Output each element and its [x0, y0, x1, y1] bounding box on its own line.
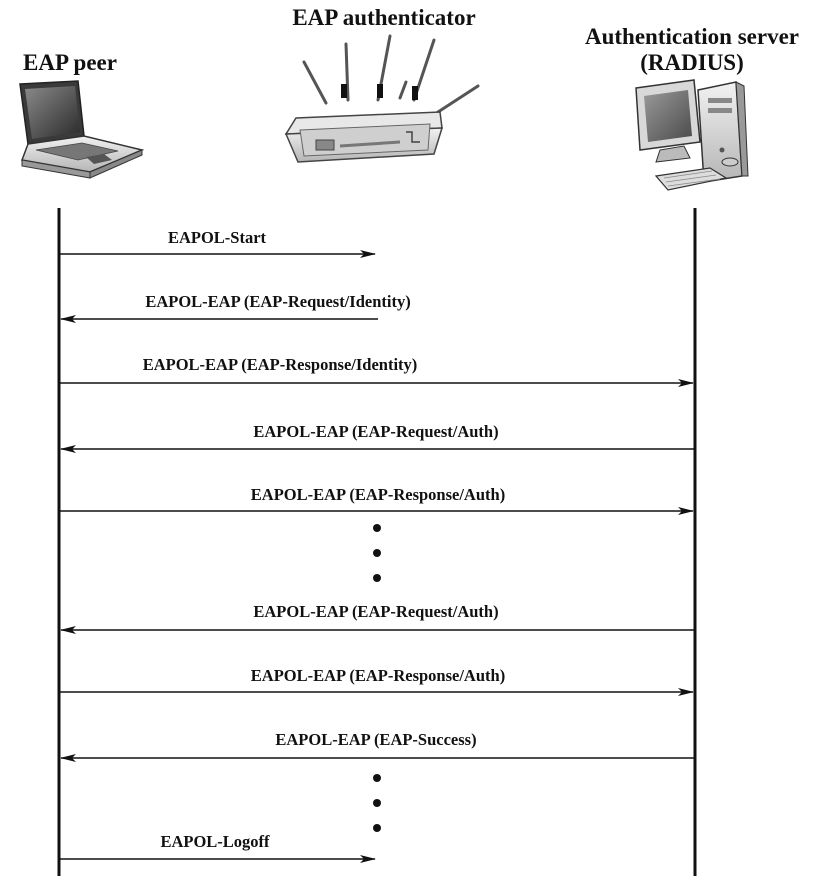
dot	[373, 799, 381, 807]
message-label: EAPOL-EAP (EAP-Response/Auth)	[251, 666, 505, 685]
continuation-dots-2	[373, 774, 381, 832]
message-label: EAPOL-EAP (EAP-Response/Identity)	[143, 355, 418, 374]
message-label: EAPOL-EAP (EAP-Response/Auth)	[251, 485, 505, 504]
message-1: EAPOL-Start	[59, 228, 376, 258]
message-label: EAPOL-Logoff	[160, 832, 270, 851]
message-label: EAPOL-EAP (EAP-Request/Auth)	[253, 422, 498, 441]
message-4: EAPOL-EAP (EAP-Request/Auth)	[60, 422, 695, 453]
peer-header: EAP peer	[23, 50, 117, 75]
message-7: EAPOL-EAP (EAP-Response/Auth)	[59, 666, 694, 696]
message-label: EAPOL-EAP (EAP-Success)	[275, 730, 476, 749]
message-9: EAPOL-Logoff	[59, 832, 376, 863]
dot	[373, 824, 381, 832]
dot	[373, 549, 381, 557]
message-label: EAPOL-Start	[168, 228, 267, 247]
wireless-router-icon	[284, 34, 480, 163]
dot	[373, 774, 381, 782]
message-label: EAPOL-EAP (EAP-Request/Auth)	[253, 602, 498, 621]
message-2: EAPOL-EAP (EAP-Request/Identity)	[60, 292, 411, 323]
server-header-line2: (RADIUS)	[640, 50, 744, 75]
authenticator-header: EAP authenticator	[292, 5, 475, 30]
laptop-icon	[19, 80, 145, 179]
server-header-line1: Authentication server	[585, 24, 799, 49]
message-3: EAPOL-EAP (EAP-Response/Identity)	[59, 355, 694, 387]
message-label: EAPOL-EAP (EAP-Request/Identity)	[145, 292, 410, 311]
desktop-computer-icon	[635, 79, 749, 191]
dot	[373, 524, 381, 532]
message-6: EAPOL-EAP (EAP-Request/Auth)	[60, 602, 695, 634]
message-8: EAPOL-EAP (EAP-Success)	[60, 730, 695, 762]
dot	[373, 574, 381, 582]
continuation-dots-1	[373, 524, 381, 582]
message-5: EAPOL-EAP (EAP-Response/Auth)	[59, 485, 694, 515]
